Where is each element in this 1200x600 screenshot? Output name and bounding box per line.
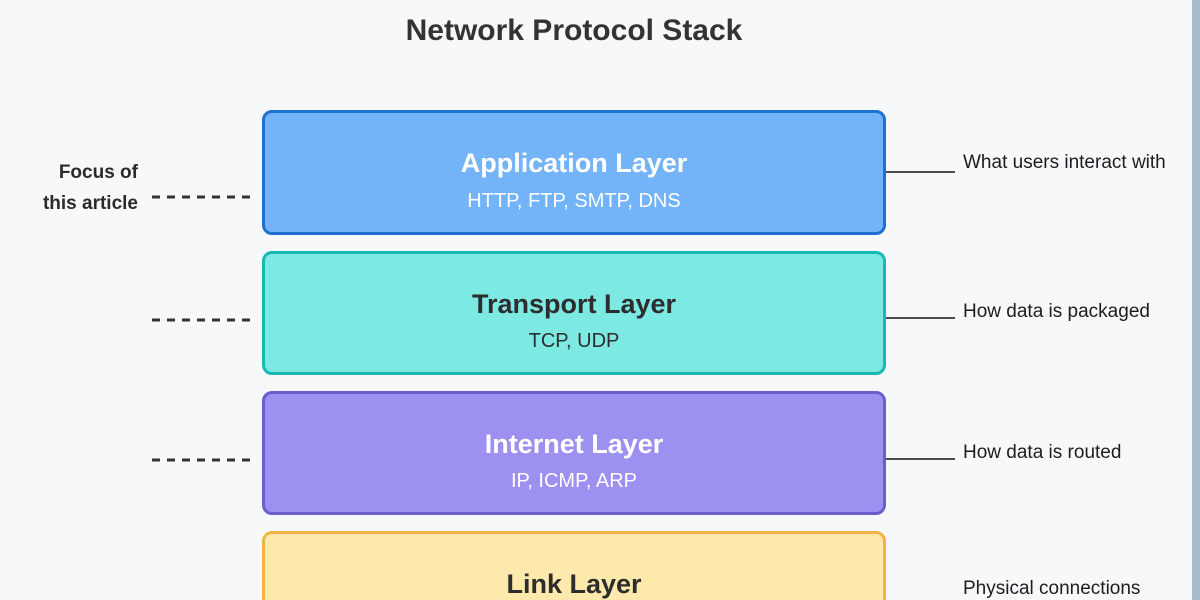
layer-name-link: Link Layer [506,569,642,600]
layer-box-transport: Transport Layer TCP, UDP [262,251,886,375]
annotation-internet: How data is routed [963,442,1122,463]
focus-note-line2: this article [42,193,138,214]
layer-box-application: Application Layer HTTP, FTP, SMTP, DNS [262,110,886,235]
layer-name-transport: Transport Layer [471,288,677,319]
focus-note: Focus of this article [0,157,138,219]
layer-protocols-transport: TCP, UDP [528,330,620,353]
focus-note-line1: Focus of [58,162,138,183]
layer-protocols-internet: IP, ICMP, ARP [511,470,637,493]
layer-protocols-application: HTTP, FTP, SMTP, DNS [467,189,681,212]
scrollbar[interactable] [1192,0,1200,600]
annotation-transport: How data is packaged [963,301,1150,322]
layer-box-link: Link Layer [262,531,886,600]
layer-box-internet: Internet Layer IP, ICMP, ARP [262,391,886,515]
page-title: Network Protocol Stack [405,14,743,47]
annotation-application: What users interact with [963,152,1166,173]
annotation-link: Physical connections [963,578,1141,599]
layer-name-internet: Internet Layer [484,428,664,459]
layer-name-application: Application Layer [460,148,688,179]
